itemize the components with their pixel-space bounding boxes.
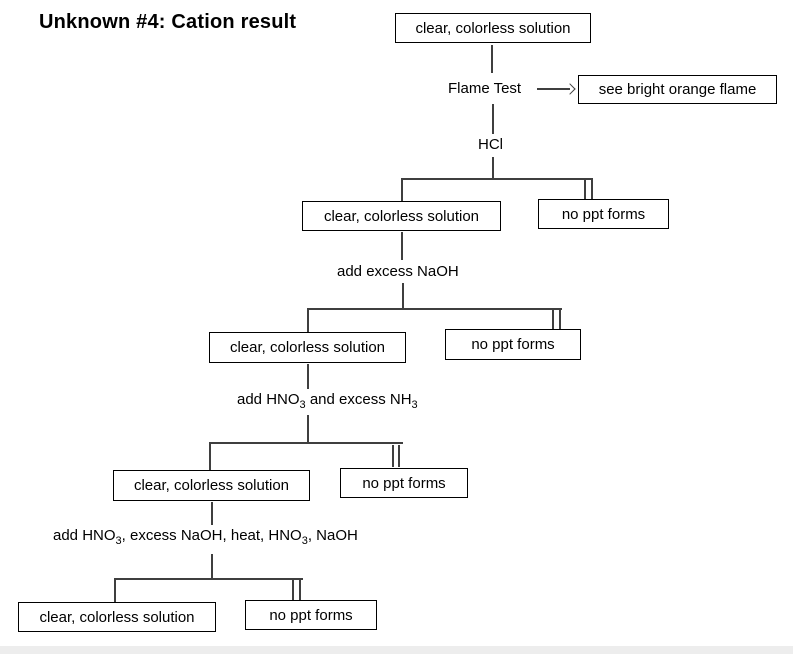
connector-step1-to-naoh xyxy=(401,232,403,260)
connector-naoh-to-branch2 xyxy=(402,283,404,309)
subscript: 3 xyxy=(299,399,306,411)
connector-start-to-flame xyxy=(491,45,493,73)
subscript: 3 xyxy=(411,399,418,411)
label-text: add excess NaOH xyxy=(337,263,459,280)
branch4-double-line-a xyxy=(292,580,294,600)
bottom-edge-strip xyxy=(0,646,793,654)
branch2-double-line-b xyxy=(559,310,561,329)
branch1-left-drop xyxy=(401,178,403,202)
node-step3-left-box: clear, colorless solution xyxy=(113,470,310,501)
connector-flame-to-hcl xyxy=(492,104,494,134)
label-text: and excess NH xyxy=(305,391,412,408)
node-step2-right-box: no ppt forms xyxy=(445,329,581,360)
connector-hcl-to-branch1 xyxy=(492,157,494,179)
connector-step2-to-hno3 xyxy=(307,364,309,389)
branch4-double-line-b xyxy=(299,580,301,600)
label-text: add HNO xyxy=(237,391,300,408)
node-step3-right-box: no ppt forms xyxy=(340,468,468,498)
node-step2-left-box: clear, colorless solution xyxy=(209,332,406,363)
reagent-label-final: add HNO3, excess NaOH, heat, HNO3, NaOH xyxy=(53,527,358,547)
label-text: , NaOH xyxy=(307,527,358,544)
arrow-head-icon xyxy=(564,83,576,95)
flame-arrow-line xyxy=(537,88,570,90)
connector-hno3-to-branch3 xyxy=(307,415,309,443)
branch1-double-line-a xyxy=(584,180,586,199)
connector-step3-to-final xyxy=(211,502,213,525)
node-step4-right-box: no ppt forms xyxy=(245,600,377,630)
reagent-label-hno3-nh3: add HNO3 and excess NH3 xyxy=(237,391,418,411)
node-step4-left-box: clear, colorless solution xyxy=(18,602,216,632)
branch1-horizontal xyxy=(401,178,593,180)
label-text: HCl xyxy=(478,136,503,153)
page-title: Unknown #4: Cation result xyxy=(39,11,297,33)
label-text: , excess NaOH, heat, HNO xyxy=(121,527,302,544)
reagent-label-hcl: HCl xyxy=(478,136,503,153)
connector-final-to-branch4 xyxy=(211,554,213,579)
reagent-label-naoh: add excess NaOH xyxy=(337,263,459,280)
branch4-left-drop xyxy=(114,578,116,602)
flame-test-label: Flame Test xyxy=(448,80,522,97)
branch3-horizontal xyxy=(209,442,403,444)
node-start-box: clear, colorless solution xyxy=(395,13,591,43)
node-flame-result-box: see bright orange flame xyxy=(578,75,777,104)
branch4-horizontal xyxy=(114,578,303,580)
subscript: 3 xyxy=(115,535,122,547)
branch2-double-line-a xyxy=(552,310,554,329)
branch1-double-line-b xyxy=(591,180,593,199)
branch3-double-line-b xyxy=(398,445,400,467)
node-step1-left-box: clear, colorless solution xyxy=(302,201,501,231)
branch3-double-line-a xyxy=(392,445,394,467)
branch3-left-drop xyxy=(209,442,211,470)
label-text: add HNO xyxy=(53,527,116,544)
branch2-horizontal xyxy=(307,308,562,310)
branch2-left-drop xyxy=(307,308,309,333)
node-step1-right-box: no ppt forms xyxy=(538,199,669,229)
subscript: 3 xyxy=(301,535,308,547)
